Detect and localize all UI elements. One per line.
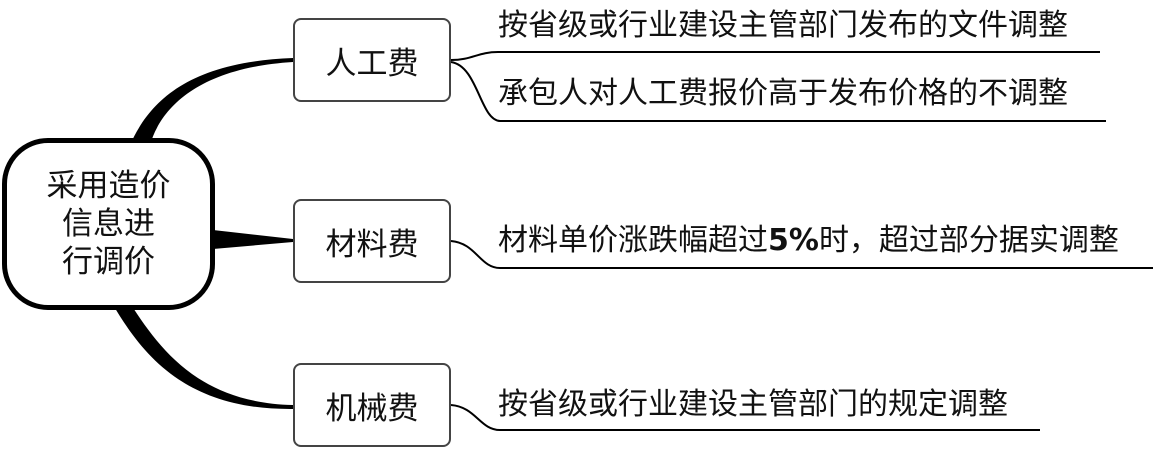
connector-root-to-labor xyxy=(130,58,293,145)
connector-labor-leaf-1 xyxy=(450,51,1100,61)
leaf-machinery-1: 按省级或行业建设主管部门的规定调整 xyxy=(498,387,1008,422)
leaf-material-1: 材料单价涨跌幅超过5%时，超过部分据实调整 xyxy=(498,223,1119,258)
connector-root-to-machinery xyxy=(112,303,293,410)
branch-label: 机械费 xyxy=(325,390,419,427)
connector-material-leaf-1 xyxy=(450,240,1153,269)
root-line-2: 信息进 xyxy=(62,206,155,242)
root-line-3: 行调价 xyxy=(62,244,155,280)
branch-labor-cost: 人工费 xyxy=(293,18,451,102)
branch-label: 材料费 xyxy=(325,226,419,263)
leaf-labor-1: 按省级或行业建设主管部门发布的文件调整 xyxy=(498,8,1068,43)
connector-labor-leaf-2 xyxy=(450,61,1106,122)
branch-label: 人工费 xyxy=(325,45,419,82)
branch-material-cost: 材料费 xyxy=(293,199,451,283)
root-line-1: 采用造价 xyxy=(46,168,171,204)
connector-root-to-material xyxy=(213,230,293,249)
connector-machinery-leaf-1 xyxy=(450,404,1040,431)
branch-machinery-cost: 机械费 xyxy=(293,363,451,447)
root-topic: 采用造价 信息进 行调价 xyxy=(2,138,215,310)
leaf-labor-2: 承包人对人工费报价高于发布价格的不调整 xyxy=(498,76,1068,111)
